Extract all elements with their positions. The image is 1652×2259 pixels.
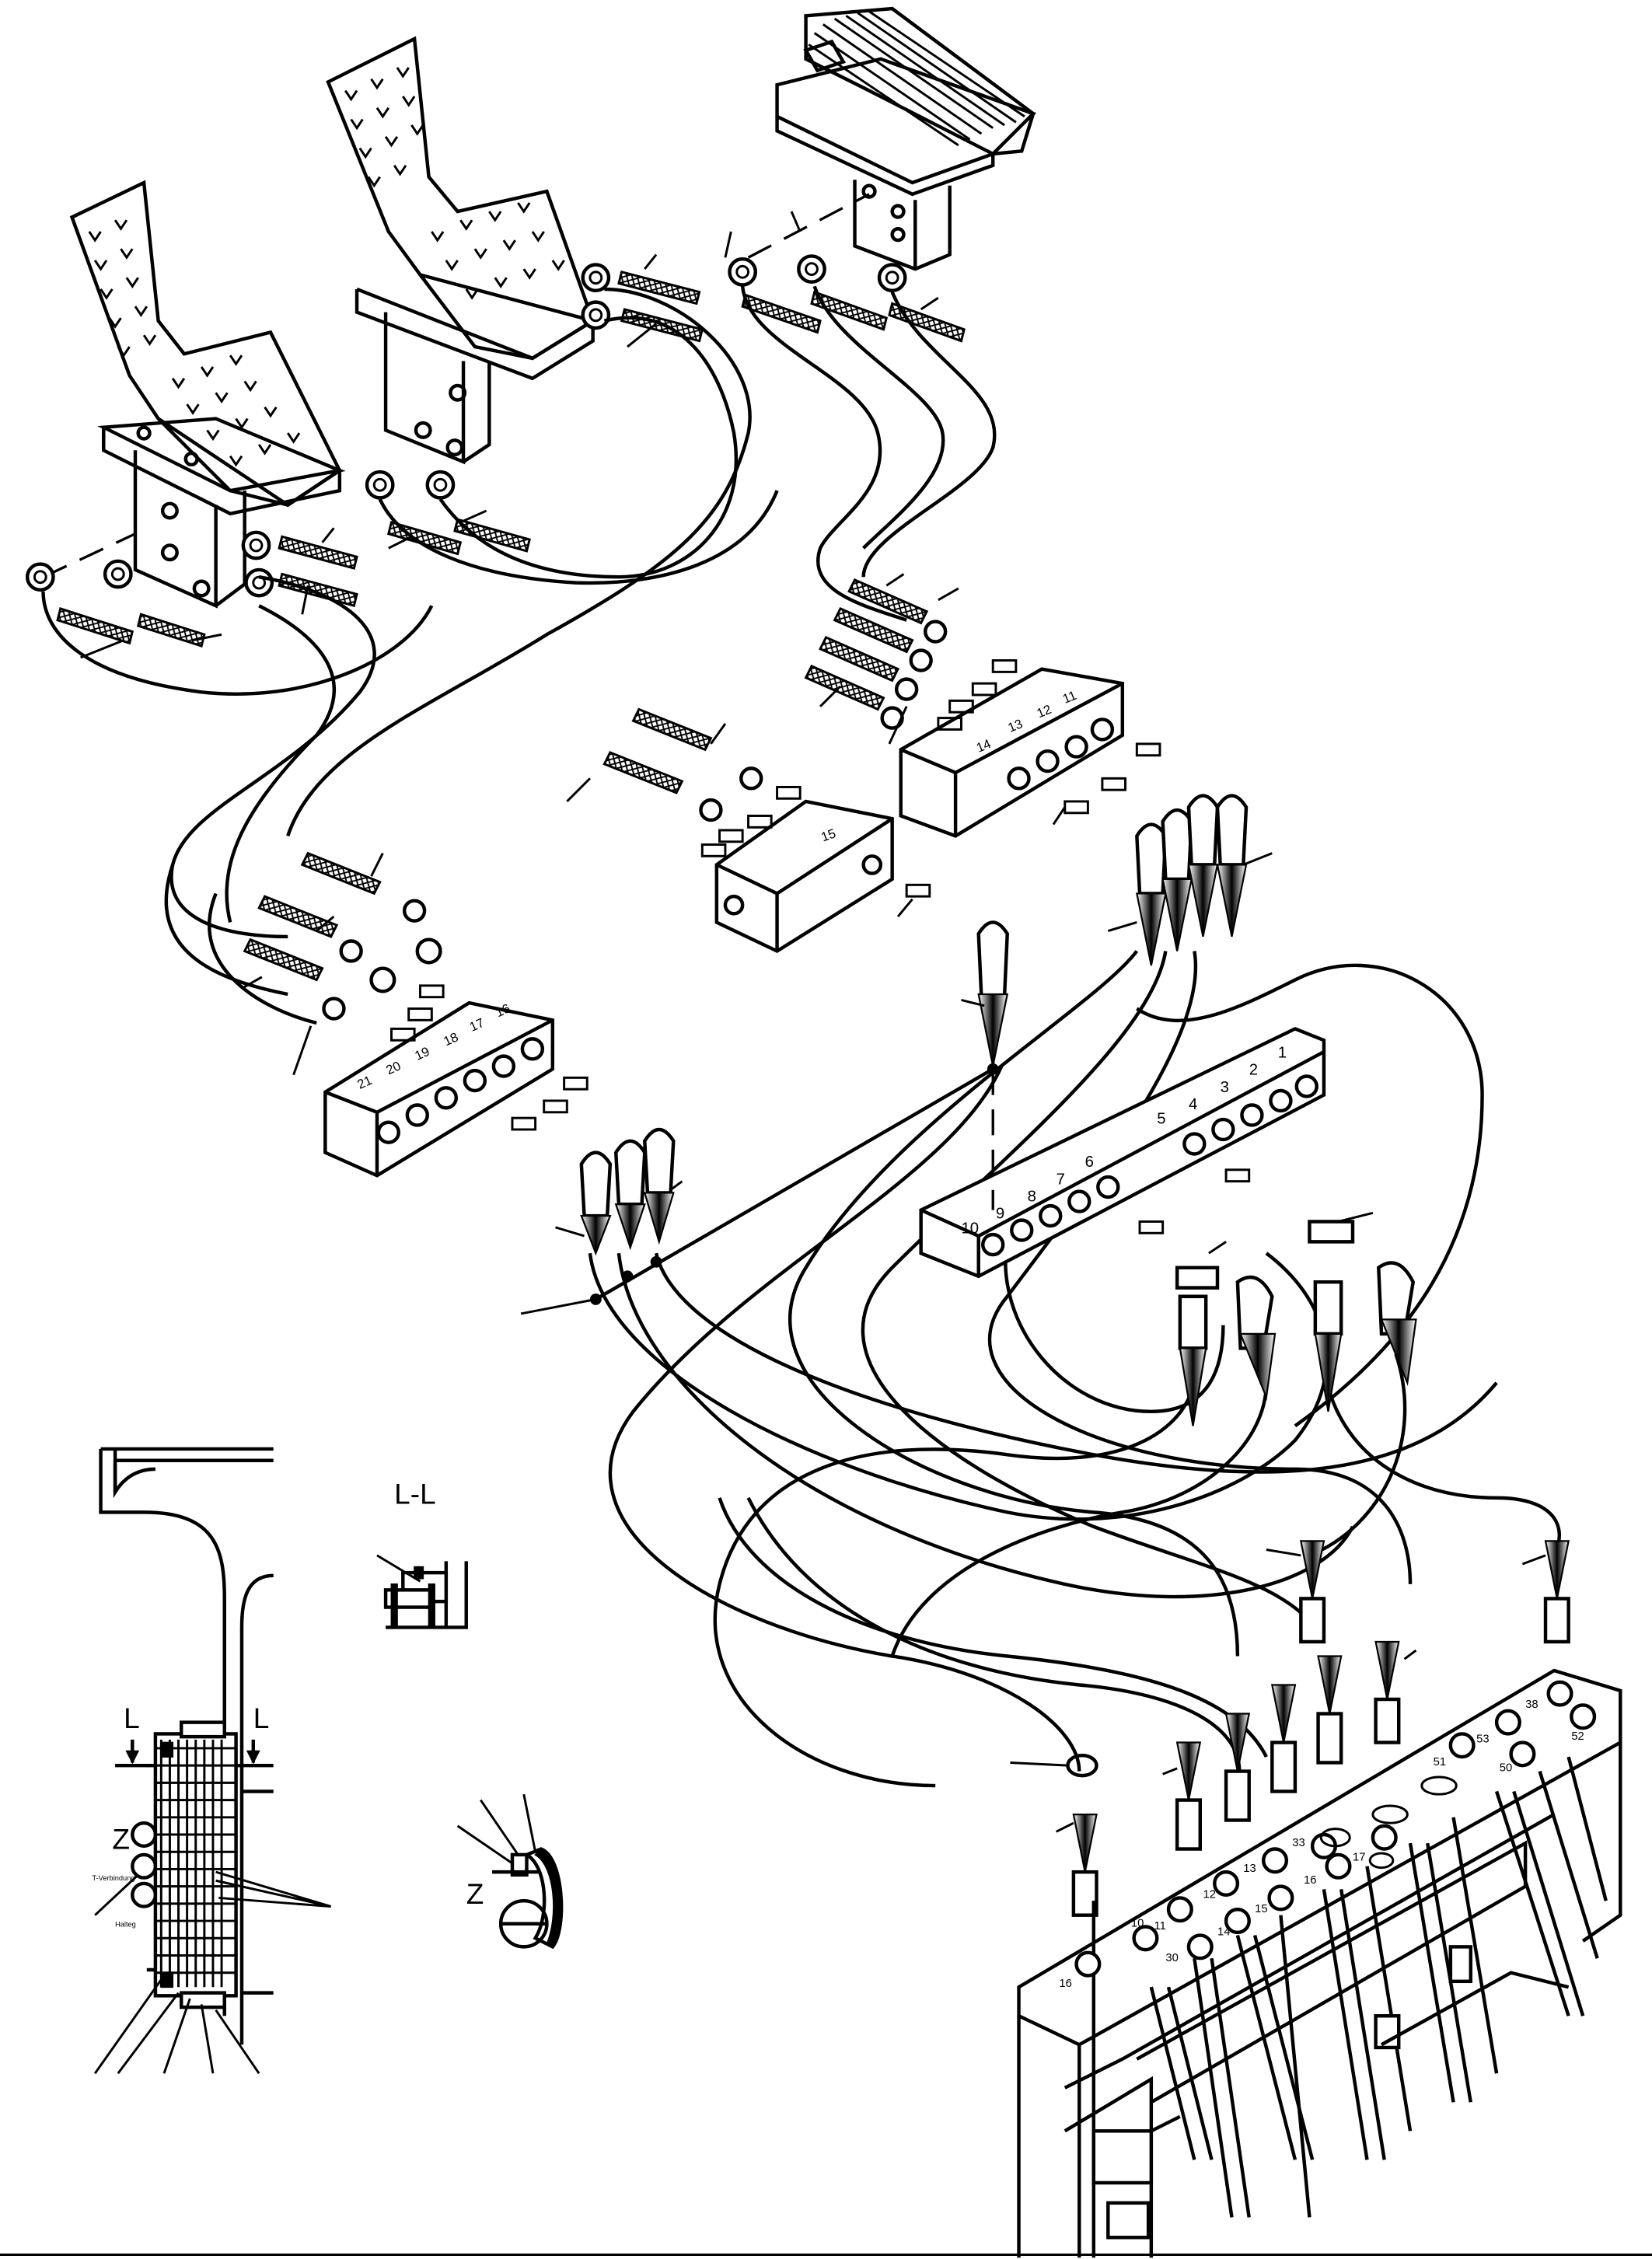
block-a-port-4: 4 bbox=[1189, 1096, 1197, 1113]
manifold-block-16-21: 21 20 19 18 17 16 bbox=[323, 1000, 555, 1178]
block-a-port-10: 10 bbox=[961, 1220, 979, 1237]
detail-mark-z-left: Z bbox=[112, 1823, 130, 1856]
manifold-port-51: 51 bbox=[1434, 1756, 1446, 1768]
manifold-port-10: 10 bbox=[1131, 1917, 1144, 1929]
manifold-port-16a: 16 bbox=[1059, 1978, 1071, 1990]
manifold-port-33: 33 bbox=[1292, 1837, 1304, 1849]
section-title: L-L bbox=[394, 1477, 436, 1510]
manifold-port-12: 12 bbox=[1203, 1888, 1215, 1901]
manifold-port-38: 38 bbox=[1525, 1699, 1538, 1711]
manifold-port-52: 52 bbox=[1571, 1730, 1584, 1743]
block-a-port-2: 2 bbox=[1249, 1062, 1258, 1079]
block-a-port-8: 8 bbox=[1028, 1189, 1036, 1206]
junction-line bbox=[595, 1067, 994, 1301]
manifold-port-50: 50 bbox=[1500, 1762, 1512, 1775]
block-a-port-6: 6 bbox=[1085, 1154, 1094, 1171]
block-a-port-3: 3 bbox=[1221, 1079, 1229, 1096]
manifold-block-15: 15 bbox=[714, 799, 894, 953]
manifold-block-1-10: 10 9 8 7 6 5 4 3 2 1 bbox=[919, 1027, 1326, 1279]
pedal-fittings bbox=[25, 254, 966, 648]
braided-hose-ends bbox=[243, 578, 1251, 1234]
hose-lines bbox=[41, 285, 1562, 1788]
section-l-l-detail: L-L bbox=[376, 1477, 468, 1629]
t-connection-label: T-Verbindung bbox=[92, 1874, 134, 1882]
hose-cone-fittings bbox=[579, 794, 1570, 1917]
manifold-port-53: 53 bbox=[1476, 1734, 1489, 1746]
valve-section-detail: L L Z T-Verbindung Halteg bbox=[92, 1447, 332, 2075]
manifold-port-11: 11 bbox=[1154, 1920, 1166, 1933]
section-mark-l-right: L bbox=[253, 1702, 270, 1734]
manifold-port-15: 15 bbox=[1255, 1903, 1267, 1915]
manifold-port-16b: 16 bbox=[1304, 1874, 1316, 1887]
block-a-port-7: 7 bbox=[1057, 1171, 1065, 1188]
manifold-port-30: 30 bbox=[1165, 1952, 1178, 1964]
detail-z: Z bbox=[456, 1793, 564, 1950]
block-a-port-9: 9 bbox=[996, 1206, 1004, 1223]
manifold-block-11-14: 14 13 12 11 bbox=[899, 667, 1125, 838]
manifold-port-14: 14 bbox=[1217, 1926, 1230, 1939]
leader-lines bbox=[80, 211, 1546, 1833]
brake-pedal-middle bbox=[326, 36, 598, 465]
detail-mark-z-right: Z bbox=[466, 1877, 484, 1910]
block-c-port-15: 15 bbox=[819, 826, 838, 844]
block-b-port-11: 11 bbox=[1060, 688, 1078, 707]
manifold-port-13: 13 bbox=[1243, 1863, 1256, 1875]
valve-frame-assembly: 16 10 11 30 12 14 13 15 33 16 17 51 53 5… bbox=[1017, 1668, 1622, 2258]
block-a-port-5: 5 bbox=[1157, 1111, 1165, 1128]
accelerator-pedal bbox=[747, 6, 1037, 271]
manifold-port-17: 17 bbox=[1353, 1851, 1365, 1863]
section-mark-l-left: L bbox=[124, 1702, 140, 1734]
holder-label: Halteg bbox=[115, 1920, 136, 1928]
block-a-port-1: 1 bbox=[1278, 1044, 1287, 1061]
